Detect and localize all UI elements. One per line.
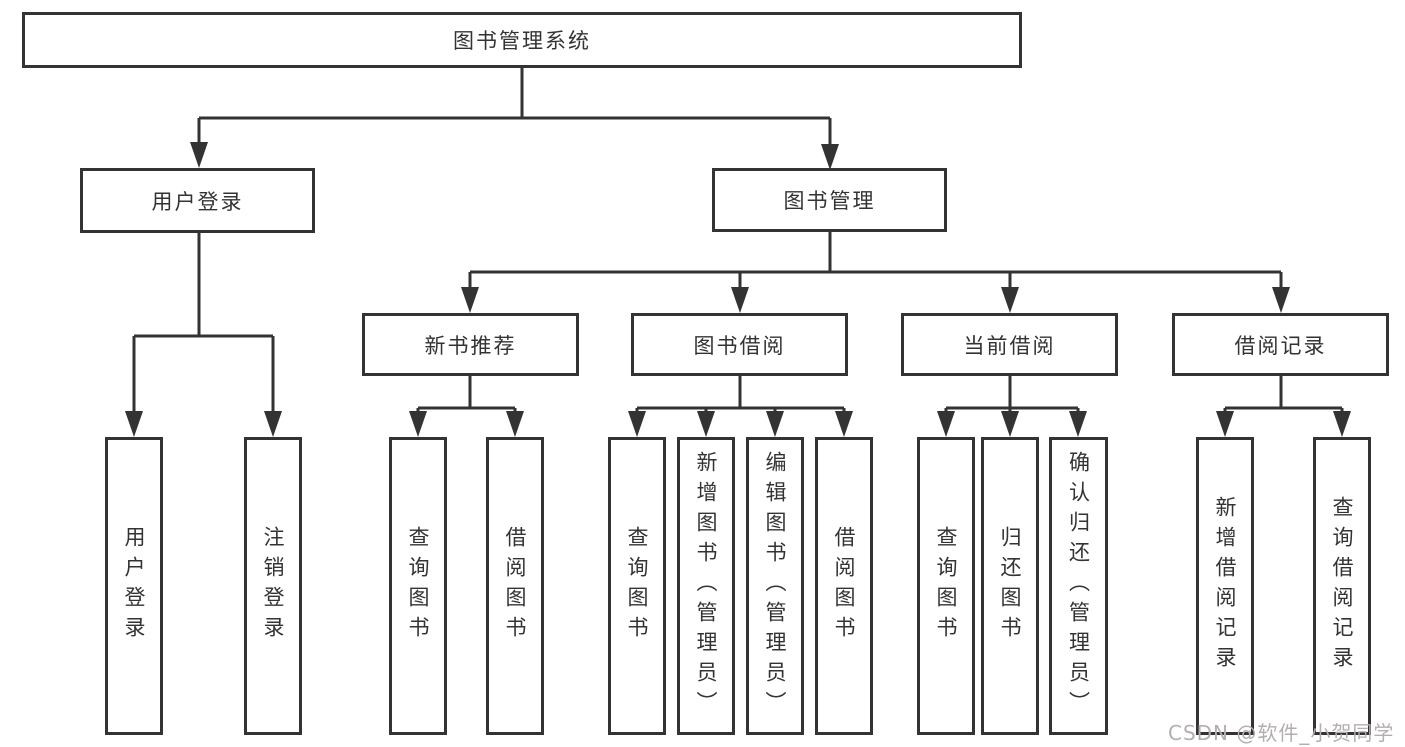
node-book-management: 图书管理 [712, 168, 947, 232]
node-book-management-label: 图书管理 [783, 189, 876, 213]
node-borrow-records: 借阅记录 [1172, 313, 1389, 376]
leaf-logout-label: 注销登录 [261, 526, 285, 646]
leaf-borrow-books-1: 借阅图书 [486, 437, 544, 735]
leaf-return-books-label: 归还图书 [998, 526, 1022, 646]
node-borrow-records-label: 借阅记录 [1234, 333, 1327, 358]
leaf-borrow-books-2-label: 借阅图书 [832, 526, 856, 646]
leaf-confirm-return-admin-label: 确认归还（管理员） [1066, 451, 1091, 721]
leaf-query-books-2-label: 查询图书 [625, 526, 649, 646]
leaf-edit-books-admin: 编辑图书（管理员） [746, 437, 804, 735]
leaf-query-books-3: 查询图书 [917, 437, 975, 735]
node-new-book-recommend-label: 新书推荐 [424, 333, 517, 358]
node-root-label: 图书管理系统 [453, 29, 591, 53]
leaf-user-login-label: 用户登录 [122, 526, 146, 646]
leaf-add-books-admin: 新增图书（管理员） [677, 437, 735, 735]
leaf-add-books-admin-label: 新增图书（管理员） [694, 451, 718, 721]
node-current-borrow: 当前借阅 [901, 313, 1118, 376]
leaf-confirm-return-admin: 确认归还（管理员） [1049, 437, 1108, 735]
leaf-user-login: 用户登录 [105, 437, 163, 735]
node-current-borrow-label: 当前借阅 [963, 333, 1056, 358]
leaf-query-books-2: 查询图书 [608, 437, 666, 735]
leaf-return-books: 归还图书 [981, 437, 1039, 735]
leaf-query-books-3-label: 查询图书 [934, 526, 958, 646]
node-new-book-recommend: 新书推荐 [362, 313, 579, 376]
leaf-borrow-books-1-label: 借阅图书 [503, 526, 527, 646]
leaf-borrow-books-2: 借阅图书 [815, 437, 873, 735]
leaf-logout: 注销登录 [244, 437, 302, 735]
leaf-query-borrow-record: 查询借阅记录 [1313, 437, 1371, 735]
leaf-query-books-1: 查询图书 [389, 437, 447, 735]
leaf-edit-books-admin-label: 编辑图书（管理员） [763, 451, 787, 721]
node-user-login-label: 用户登录 [151, 189, 244, 214]
leaf-query-books-1-label: 查询图书 [406, 526, 430, 646]
node-book-borrow-label: 图书借阅 [693, 333, 786, 358]
node-book-borrow: 图书借阅 [631, 313, 848, 376]
leaf-query-borrow-record-label: 查询借阅记录 [1330, 496, 1354, 676]
leaf-add-borrow-record: 新增借阅记录 [1196, 437, 1254, 735]
node-root: 图书管理系统 [22, 12, 1022, 68]
watermark-text: CSDN @软件_小贺同学 [1168, 721, 1395, 745]
leaf-add-borrow-record-label: 新增借阅记录 [1213, 496, 1237, 676]
node-user-login: 用户登录 [80, 168, 315, 233]
